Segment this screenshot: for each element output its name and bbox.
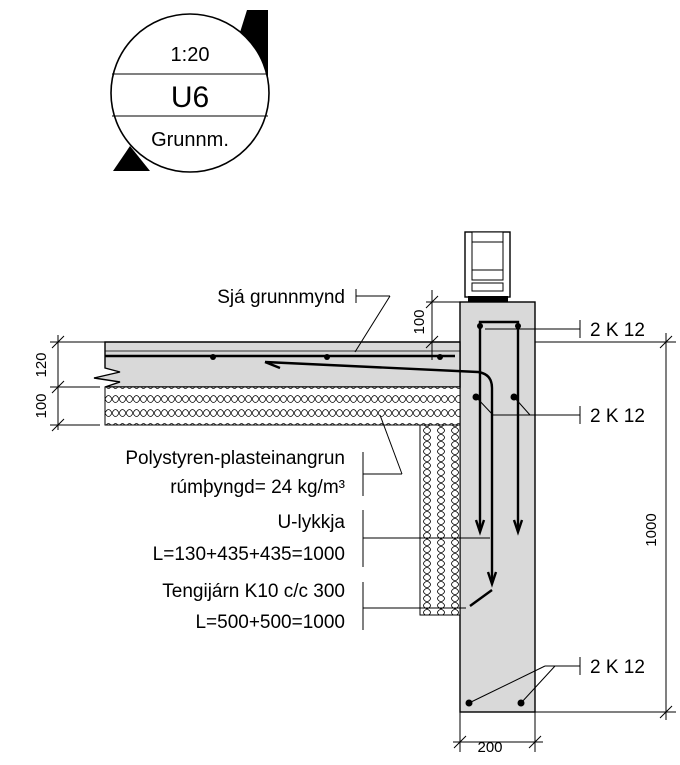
badge-scale: 1:20 [171, 44, 210, 66]
annotations: Sjá grunnmynd Polystyren-plasteinangrun … [33, 287, 660, 756]
dim-wall-height: 1000 [643, 513, 660, 546]
title-badge: 1:20 U6 Grunnm. [110, 10, 270, 173]
concrete-slab [93, 341, 461, 388]
window-frame [464, 231, 511, 302]
insulation-wall [419, 424, 461, 616]
dimension-lines [50, 290, 676, 752]
dim-wall-top: 100 [411, 309, 428, 334]
badge-code: U6 [171, 81, 209, 114]
insulation-under-slab [104, 386, 461, 426]
label-ubar-1: U-lykkja [277, 512, 345, 533]
label-tie-1: Tengijárn K10 c/c 300 [162, 581, 345, 602]
dim-insulation: 100 [33, 393, 50, 418]
label-insulation-2: rúmþyngd= 24 kg/m³ [170, 477, 345, 498]
label-ubar-2: L=130+435+435=1000 [153, 544, 345, 565]
label-insulation-1: Polystyren-plasteinangrun [125, 448, 345, 469]
dim-wall-width: 200 [477, 739, 502, 756]
badge-sheet: Grunnm. [151, 129, 229, 151]
concrete-wall [459, 301, 536, 713]
label-see-plan: Sjá grunnmynd [217, 287, 345, 308]
reinforcement [105, 320, 525, 707]
label-rebar-bottom: 2 K 12 [590, 657, 645, 678]
leader-lines [354, 289, 581, 704]
badge-flag-bottom [113, 146, 150, 171]
dim-slab-top: 120 [33, 352, 50, 377]
label-rebar-top: 2 K 12 [590, 320, 645, 341]
label-tie-2: L=500+500=1000 [195, 612, 345, 633]
label-rebar-mid: 2 K 12 [590, 406, 645, 427]
